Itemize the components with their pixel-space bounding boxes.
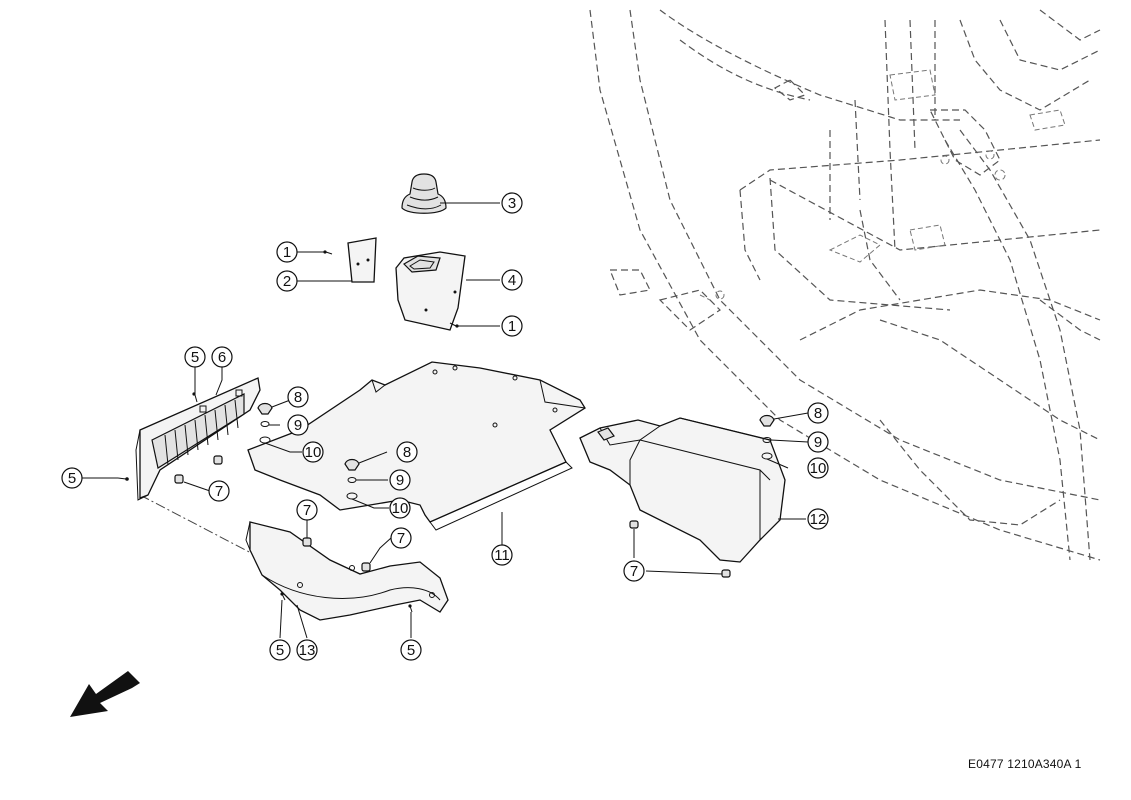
callout-circle <box>389 497 411 519</box>
callout-10: 10 <box>389 497 411 519</box>
callout-number: 10 <box>810 460 827 477</box>
callout-1: 1 <box>276 241 298 263</box>
callout-number: 5 <box>191 349 199 366</box>
callout-number: 12 <box>810 511 827 528</box>
callout-3: 3 <box>501 192 523 214</box>
callout-7: 7 <box>623 560 645 582</box>
callout-number: 9 <box>396 472 404 489</box>
callout-8: 8 <box>287 386 309 408</box>
callout-10: 10 <box>807 457 829 479</box>
callout-circle <box>184 346 206 368</box>
tunnel-cover-part <box>579 417 786 563</box>
callout-number: 7 <box>303 502 311 519</box>
drawing-reference-code: E0477 1210A340A 1 <box>968 757 1082 771</box>
callout-number: 6 <box>218 349 226 366</box>
callout-8: 8 <box>807 402 829 424</box>
shift-boot-part <box>401 173 447 214</box>
callout-number: 5 <box>68 470 76 487</box>
callout-number: 9 <box>294 417 302 434</box>
callout-5: 5 <box>269 639 291 661</box>
callout-number: 10 <box>392 500 409 517</box>
callout-circle <box>61 467 83 489</box>
lower-side-trim-part <box>245 521 449 621</box>
console-housing-part <box>395 251 466 331</box>
callout-number: 8 <box>403 444 411 461</box>
callout-11: 11 <box>491 544 513 566</box>
forward-direction-arrow-icon <box>70 671 140 717</box>
callout-circle <box>390 527 412 549</box>
callout-number: 4 <box>508 272 516 289</box>
callout-circle <box>287 414 309 436</box>
callout-circle <box>807 431 829 453</box>
callout-10: 10 <box>302 441 324 463</box>
callout-9: 9 <box>287 414 309 436</box>
floor-mat-part <box>247 361 586 531</box>
callout-number: 2 <box>283 273 291 290</box>
callout-number: 5 <box>407 642 415 659</box>
callout-5: 5 <box>184 346 206 368</box>
callout-1: 1 <box>501 315 523 337</box>
callout-circle <box>276 270 298 292</box>
leader-lines <box>82 202 809 639</box>
callout-4: 4 <box>501 269 523 291</box>
callout-circle <box>296 639 318 661</box>
callout-circle <box>296 499 318 521</box>
callout-9: 9 <box>807 431 829 453</box>
callout-circle <box>807 508 829 530</box>
callout-2: 2 <box>276 270 298 292</box>
callout-circle <box>501 269 523 291</box>
callout-5: 5 <box>400 639 422 661</box>
callout-circle <box>276 241 298 263</box>
cover-plate-part <box>347 237 377 283</box>
callout-circle <box>807 457 829 479</box>
callout-circle <box>208 480 230 502</box>
callout-number: 3 <box>508 195 516 212</box>
callout-circle <box>211 346 233 368</box>
side-trim-panel-part <box>135 377 261 501</box>
callout-6: 6 <box>211 346 233 368</box>
callout-7: 7 <box>208 480 230 502</box>
callout-circle <box>269 639 291 661</box>
callout-number: 8 <box>814 405 822 422</box>
callout-8: 8 <box>396 441 418 463</box>
callout-circle <box>302 441 324 463</box>
callout-7: 7 <box>390 527 412 549</box>
callout-number: 10 <box>305 444 322 461</box>
callout-number: 5 <box>276 642 284 659</box>
callout-7: 7 <box>296 499 318 521</box>
callout-12: 12 <box>807 508 829 530</box>
callout-number: 8 <box>294 389 302 406</box>
cab-frame-outline <box>589 9 1101 561</box>
callout-circle <box>396 441 418 463</box>
callout-circle <box>491 544 513 566</box>
callout-circle <box>389 469 411 491</box>
fasteners <box>117 250 775 613</box>
callout-number: 1 <box>283 244 291 261</box>
callout-circle <box>501 192 523 214</box>
callout-9: 9 <box>389 469 411 491</box>
callout-number: 11 <box>494 547 510 564</box>
callout-number: 7 <box>215 483 223 500</box>
callout-circle <box>807 402 829 424</box>
callout-number: 13 <box>299 642 316 659</box>
callout-5: 5 <box>61 467 83 489</box>
callout-circle <box>400 639 422 661</box>
callout-circle <box>287 386 309 408</box>
callout-number: 7 <box>397 530 405 547</box>
callout-number: 1 <box>508 318 516 335</box>
callout-circle <box>623 560 645 582</box>
callout-circle <box>501 315 523 337</box>
callout-number: 7 <box>630 563 638 580</box>
callout-13: 13 <box>296 639 318 661</box>
callout-number: 9 <box>814 434 822 451</box>
